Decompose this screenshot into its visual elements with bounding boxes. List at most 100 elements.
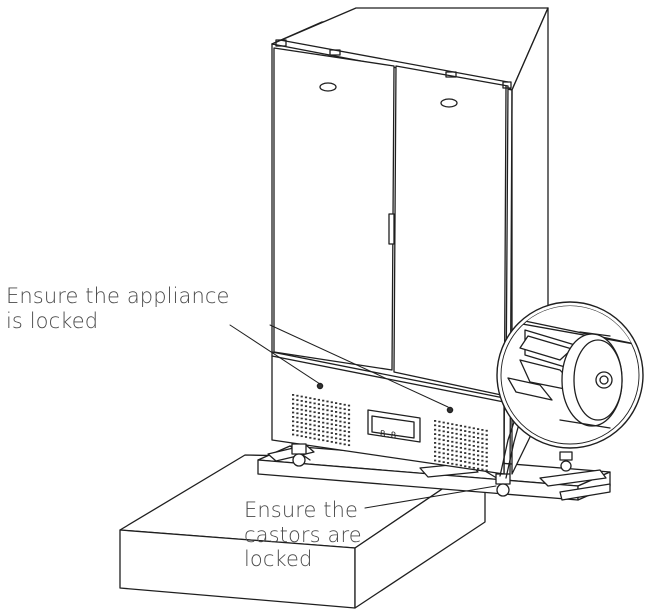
vent-slot xyxy=(459,429,462,432)
vent-slot xyxy=(304,414,308,416)
vent-slot xyxy=(313,415,316,418)
vent-slot xyxy=(442,430,445,433)
vent-slot xyxy=(451,440,454,443)
vent-slot xyxy=(442,448,445,450)
vent-slot xyxy=(455,463,458,466)
vent-slot xyxy=(300,395,303,398)
vent-slot xyxy=(455,446,458,448)
vent-slot xyxy=(335,428,338,431)
vent-slot xyxy=(481,442,484,445)
vent-slot xyxy=(485,429,488,432)
vent-slot xyxy=(317,425,320,428)
vent-slot xyxy=(309,401,312,404)
vent-slot xyxy=(468,461,471,464)
vent-slot xyxy=(472,444,475,447)
vent-slot xyxy=(485,447,488,450)
appliance-label-leaders xyxy=(229,324,449,408)
vent-slot xyxy=(296,430,299,432)
vent-slot xyxy=(343,412,346,415)
vent-slot xyxy=(481,429,484,431)
vent-slot xyxy=(347,431,351,433)
vent-slot xyxy=(292,394,295,396)
vent-slot xyxy=(468,439,471,442)
vent-slot xyxy=(292,429,295,431)
vent-slot xyxy=(300,422,303,424)
vent-slot xyxy=(300,408,303,411)
vent-slot xyxy=(317,429,320,432)
vent-slot xyxy=(464,434,467,437)
vent-slot xyxy=(304,396,308,399)
vent-slot xyxy=(459,442,462,445)
vent-slot xyxy=(330,432,333,434)
vent-slot xyxy=(442,426,445,428)
vent-slot xyxy=(296,421,299,424)
vent-slot xyxy=(296,394,299,397)
vent-slot xyxy=(485,438,488,441)
vent-slot xyxy=(330,436,333,439)
vent-slot xyxy=(459,424,462,427)
vent-slot xyxy=(485,456,488,459)
vent-slot xyxy=(335,441,338,444)
vent-slot xyxy=(296,425,299,428)
vent-slot xyxy=(481,437,484,440)
vent-slot xyxy=(455,428,458,431)
vent-slot xyxy=(317,434,320,436)
vent-slot xyxy=(446,440,450,442)
vent-slot xyxy=(438,429,441,432)
vent-slot xyxy=(442,434,445,437)
vent-slot xyxy=(442,461,445,464)
vent-slot xyxy=(317,416,320,419)
vent-slot xyxy=(464,456,467,459)
vent-slot xyxy=(300,404,303,407)
vent-slot xyxy=(326,409,329,412)
vent-slot xyxy=(339,438,342,441)
vent-slot xyxy=(455,450,458,453)
vent-slot xyxy=(335,419,338,422)
vent-slot xyxy=(464,443,467,446)
castor-label-leader xyxy=(364,485,497,509)
vent-slot xyxy=(434,433,437,435)
vent-slot xyxy=(304,409,308,412)
vent-slot xyxy=(309,406,312,408)
display-panel: 8.8 xyxy=(367,409,421,443)
vent-slot xyxy=(309,432,312,435)
vent-slot xyxy=(335,415,338,418)
appliance-lock-label-line-1: Ensure the appliance xyxy=(6,284,230,308)
vent-slot xyxy=(343,425,346,428)
vent-slot xyxy=(347,409,351,411)
vent-slot xyxy=(468,452,471,455)
vent-slot xyxy=(326,418,329,420)
vent-slot xyxy=(304,422,308,425)
vent-slot xyxy=(322,404,325,406)
vent-slot xyxy=(485,443,488,445)
vent-slot xyxy=(442,456,445,459)
vent-slot xyxy=(343,430,346,433)
vent-slot xyxy=(330,410,333,412)
vent-slot xyxy=(451,462,454,465)
castor-lock-label-line-3: locked xyxy=(244,547,313,571)
vent-slot xyxy=(322,426,325,428)
vent-slot xyxy=(434,455,437,457)
vent-slot xyxy=(347,422,351,425)
vent-slot xyxy=(300,430,303,433)
vent-slot xyxy=(481,455,484,458)
vent-slot xyxy=(300,413,303,416)
vent-slot xyxy=(322,430,325,433)
vent-slot xyxy=(304,400,308,403)
vent-slot xyxy=(455,459,458,462)
vent-slot xyxy=(468,426,471,429)
vent-slot xyxy=(313,398,316,400)
vent-slot xyxy=(477,459,480,461)
castor-front-right xyxy=(495,473,511,497)
vent-slot xyxy=(434,450,437,453)
vent-slot xyxy=(472,431,475,434)
vent-slot xyxy=(296,399,299,402)
vent-slot xyxy=(326,426,329,429)
vent-slot xyxy=(442,443,445,446)
vent-slot xyxy=(477,467,480,470)
vent-slot xyxy=(339,429,342,432)
brand-badge-left xyxy=(319,82,337,92)
vent-slot xyxy=(322,408,325,411)
vent-slot xyxy=(317,407,320,410)
